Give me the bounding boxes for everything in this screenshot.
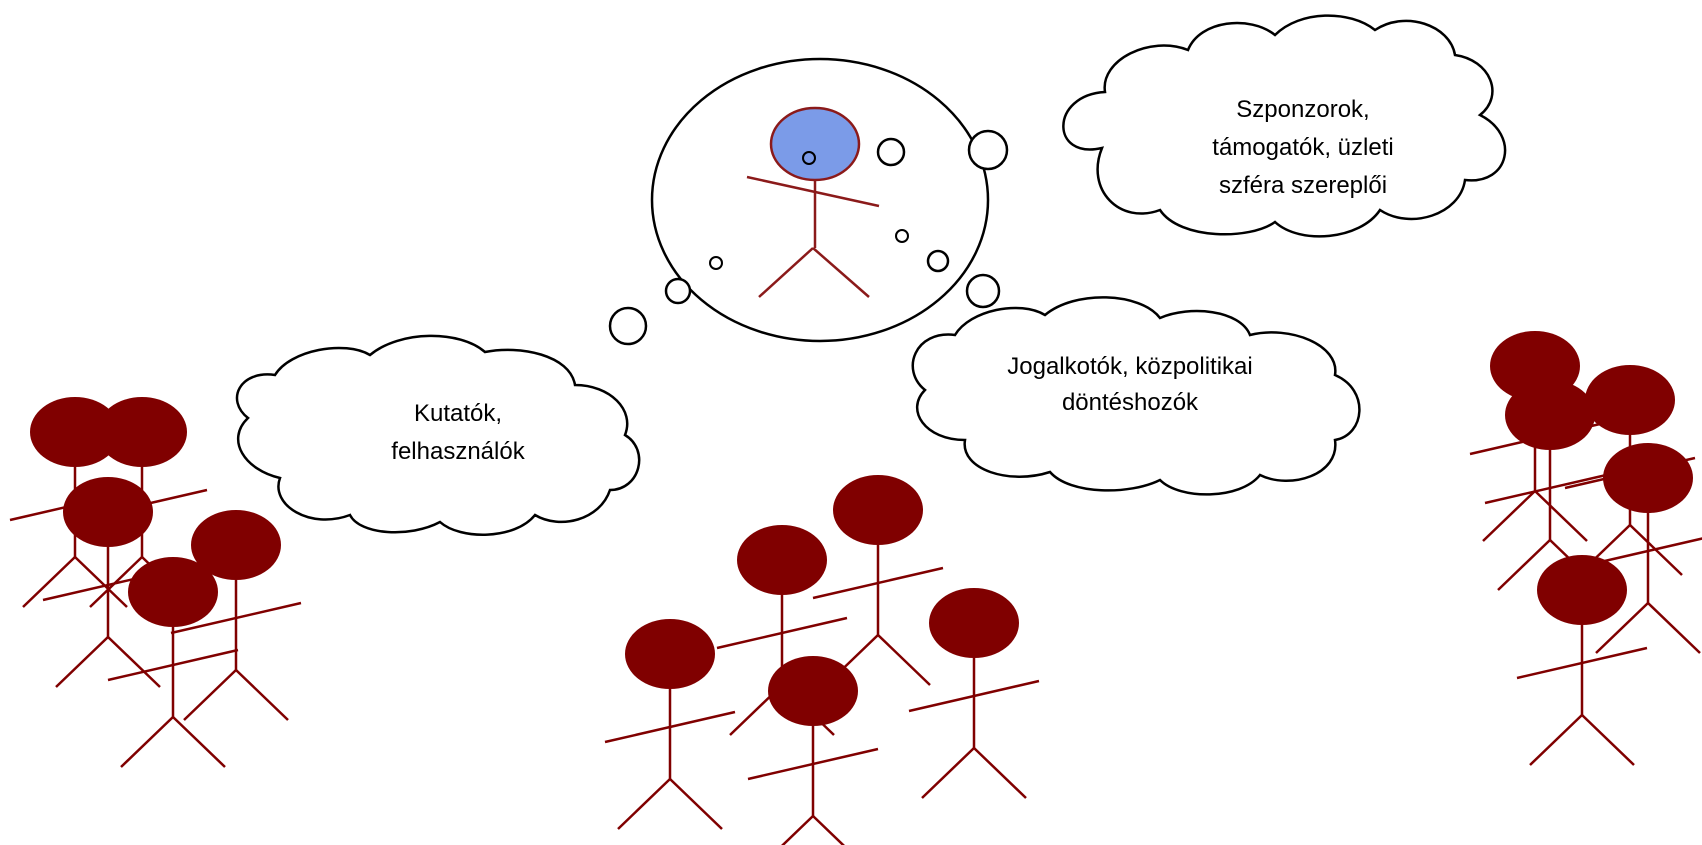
sponsors-label-line2: támogatók, üzleti — [1212, 134, 1393, 161]
lawmakers-label-line2: döntéshozók — [1062, 389, 1199, 416]
stick-figure — [106, 555, 240, 769]
right-figure-group — [1468, 329, 1702, 767]
central-figure — [746, 106, 880, 298]
researchers-cloud: Kutatók, felhasználók — [235, 334, 641, 536]
stick-figure — [811, 473, 945, 687]
central-thought-bubble — [608, 57, 1009, 346]
researchers-label-line2: felhasználók — [391, 438, 525, 465]
lawmakers-label-line1: Jogalkotók, közpolitikai — [1007, 353, 1252, 380]
sponsors-cloud: Szponzorok, támogatók, üzleti szféra sze… — [1062, 14, 1507, 238]
lawmakers-cloud: Jogalkotók, közpolitikai döntéshozók — [911, 296, 1361, 496]
sponsors-label-line3: szféra szereplői — [1219, 172, 1387, 199]
stick-figure — [1515, 553, 1649, 767]
stick-figure — [746, 654, 880, 845]
stick-figure — [603, 617, 737, 831]
center-figure-group — [603, 473, 1041, 845]
sponsors-label-line1: Szponzorok, — [1236, 96, 1369, 123]
stick-figure — [907, 586, 1041, 800]
researchers-label-line1: Kutatók, — [414, 400, 502, 427]
